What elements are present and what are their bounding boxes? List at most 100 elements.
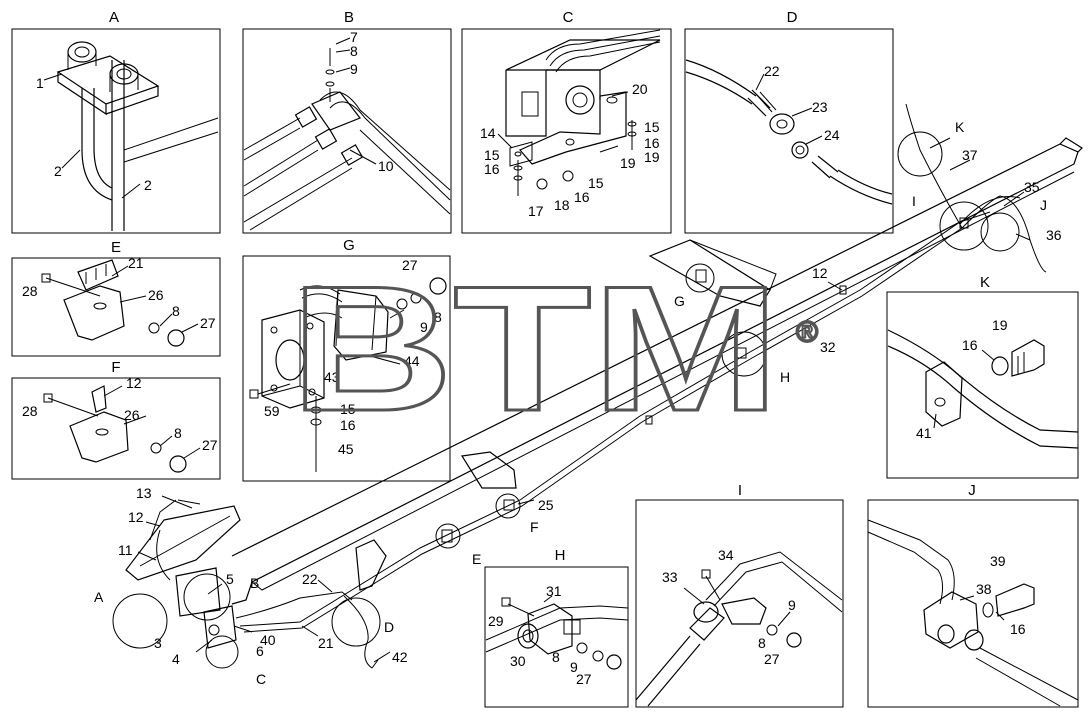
panel-b-label-7: 7	[350, 29, 358, 45]
panel-f-label-26: 26	[124, 407, 140, 423]
panel-e-title: E	[111, 239, 121, 256]
panel-b-title: B	[344, 9, 354, 26]
main-label-c: C	[256, 671, 266, 687]
panel-c-label-15c: 15	[588, 175, 604, 191]
main-label-35: 35	[1024, 179, 1040, 195]
panel-h-title: H	[555, 547, 566, 564]
panel-c-label-17: 17	[528, 203, 544, 219]
panel-c: C 20 14 15 16 19 15 16 19 15 16 18 17	[461, 9, 672, 234]
panel-e: E 21 28 26 8 27	[11, 239, 221, 357]
panel-i: I 34 33 9 8 27	[635, 482, 844, 708]
panel-f-label-28: 28	[22, 403, 38, 419]
main-label-40: 40	[260, 632, 276, 648]
panel-h-label-27: 27	[576, 671, 592, 687]
panel-a-title: A	[109, 9, 119, 26]
main-label-6: 6	[256, 643, 264, 659]
main-label-3: 3	[154, 635, 162, 651]
panel-i-label-8: 8	[758, 635, 766, 651]
main-label-h: H	[780, 369, 790, 385]
detail-circle-k	[897, 131, 943, 177]
detail-circle-i	[939, 201, 989, 251]
detail-circle-h	[721, 331, 767, 377]
main-label-4: 4	[172, 651, 180, 667]
panel-h-label-9: 9	[570, 659, 578, 675]
panel-c-label-15b: 15	[644, 119, 660, 135]
panel-g-label-44: 44	[404, 353, 420, 369]
main-label-36: 36	[1046, 227, 1062, 243]
main-label-f: F	[530, 519, 539, 535]
detail-circle-g	[685, 263, 715, 293]
panel-e-label-26: 26	[148, 287, 164, 303]
panel-f-label-12: 12	[126, 375, 142, 391]
main-frame-assembly: K 37 35 I J 36 12 G 32 H 25 F E 13 12 11…	[94, 103, 1083, 687]
panel-c-label-16b: 16	[644, 135, 660, 151]
panel-h: H 31 29 30 8 9 27	[484, 547, 629, 708]
detail-circle-b	[183, 573, 231, 621]
main-label-b: B	[250, 575, 259, 591]
panel-j-label-39: 39	[990, 553, 1006, 569]
panel-c-label-15a: 15	[484, 147, 500, 163]
panel-h-label-31: 31	[546, 583, 562, 599]
main-label-d: D	[384, 619, 394, 635]
panel-j-label-16: 16	[1010, 621, 1026, 637]
panel-i-label-33: 33	[662, 569, 678, 585]
panel-g-label-15: 15	[340, 401, 356, 417]
panel-d-label-22: 22	[764, 63, 780, 79]
main-label-g: G	[674, 293, 685, 309]
main-label-42: 42	[392, 649, 408, 665]
detail-circle-c	[205, 635, 239, 669]
panel-j: J 39 38 16	[867, 482, 1079, 708]
watermark: BTM ®	[289, 248, 820, 450]
main-label-i: I	[912, 193, 916, 209]
panel-g-label-27: 27	[402, 257, 418, 273]
panel-k-title: K	[980, 274, 990, 291]
main-label-32: 32	[820, 339, 836, 355]
panel-c-label-19b: 19	[644, 149, 660, 165]
panel-g-label-45: 45	[338, 441, 354, 457]
panel-g-title: G	[343, 237, 355, 254]
panel-k-label-16: 16	[962, 337, 978, 353]
panel-f: F 12 28 26 8 27	[11, 359, 221, 480]
panel-d-title: D	[787, 9, 798, 26]
detail-circle-a	[112, 593, 168, 649]
panel-e-label-28: 28	[22, 283, 38, 299]
panel-c-label-20: 20	[632, 81, 648, 97]
panel-c-label-14: 14	[480, 125, 496, 141]
panel-i-label-27: 27	[764, 651, 780, 667]
main-label-11: 11	[118, 542, 133, 558]
main-label-21: 21	[318, 635, 334, 651]
panel-a-label-2b: 2	[144, 177, 152, 193]
main-label-12a: 12	[812, 265, 828, 281]
panel-i-label-9: 9	[788, 597, 796, 613]
panel-h-label-29: 29	[488, 613, 504, 629]
panel-g: G 27 8 9 44 43 59 15 16 45	[242, 237, 451, 482]
main-label-j: J	[1040, 197, 1047, 213]
panel-e-label-21: 21	[128, 255, 144, 271]
panel-g-label-43: 43	[324, 369, 340, 385]
panel-c-label-16a: 16	[484, 161, 500, 177]
panel-k-label-41: 41	[916, 425, 932, 441]
panel-b: B 7 8 9 10	[242, 9, 452, 234]
panel-i-label-34: 34	[718, 547, 734, 563]
main-label-12b: 12	[128, 509, 144, 525]
detail-circle-d	[331, 597, 381, 647]
panel-b-label-8: 8	[350, 43, 358, 59]
main-label-k: K	[955, 119, 965, 135]
main-label-e: E	[472, 551, 481, 567]
panel-g-label-59: 59	[264, 403, 280, 419]
detail-circle-j	[980, 212, 1020, 252]
panel-g-label-8: 8	[434, 309, 442, 325]
detail-circle-e	[435, 523, 461, 549]
panel-d: D 22 23 24	[684, 9, 894, 234]
panel-d-label-23: 23	[812, 99, 828, 115]
panel-h-label-8: 8	[552, 649, 560, 665]
panel-c-label-19a: 19	[620, 155, 636, 171]
main-label-a: A	[94, 589, 104, 605]
panel-f-title: F	[111, 359, 120, 376]
panel-c-title: C	[563, 9, 574, 26]
panel-f-label-8: 8	[174, 425, 182, 441]
panel-b-label-9: 9	[350, 61, 358, 77]
panel-e-label-27: 27	[200, 315, 216, 331]
watermark-registered-mark: ®	[796, 316, 818, 349]
